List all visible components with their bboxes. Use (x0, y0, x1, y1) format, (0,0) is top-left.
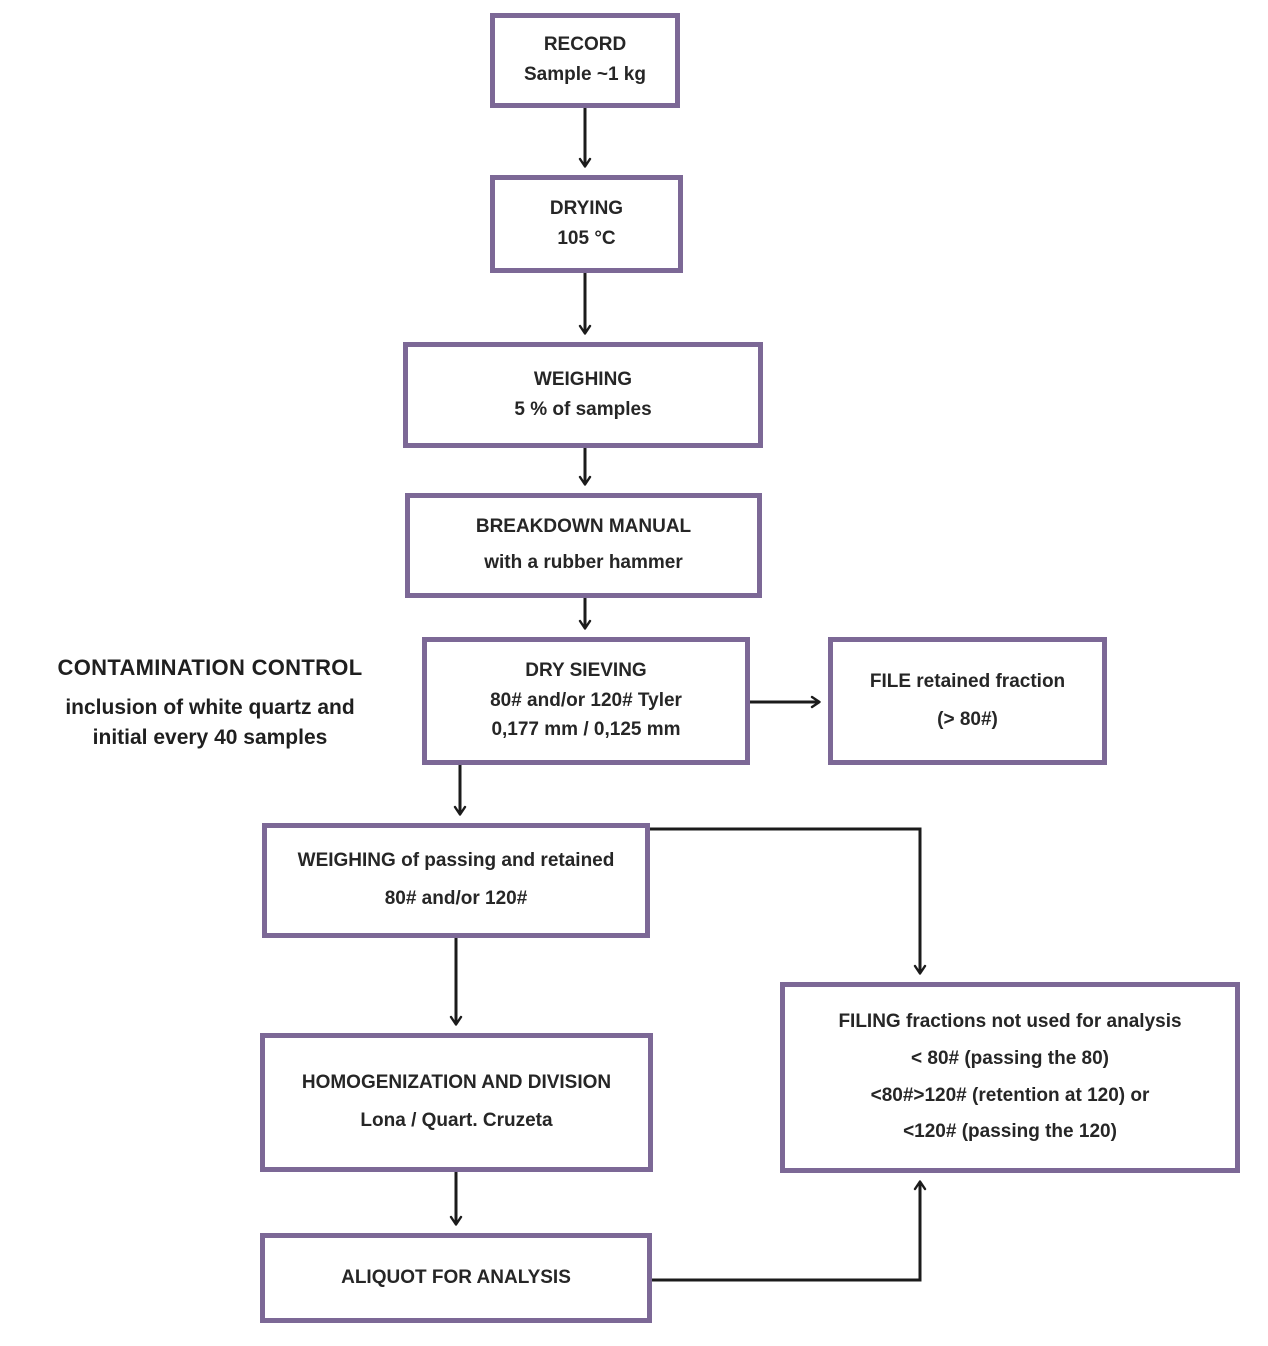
flow-node-filing: FILING fractions not used for analysis <… (780, 982, 1240, 1173)
node-title: DRY SIEVING (525, 659, 647, 681)
node-title: HOMOGENIZATION AND DIVISION (301, 1072, 612, 1094)
node-title: WEIGHING (533, 368, 633, 390)
flow-node-weighing: WEIGHING 5 % of samples (403, 342, 763, 448)
node-line: Sample ~1 kg (524, 64, 646, 85)
flow-node-breakdown: BREAKDOWN MANUAL with a rubber hammer (405, 493, 762, 598)
node-line: 80# and/or 120# (384, 888, 528, 909)
flow-node-aliquot: ALIQUOT FOR ANALYSIS (260, 1233, 652, 1323)
node-title: WEIGHING of passing and retained (297, 850, 615, 872)
flow-node-weighing-fractions: WEIGHING of passing and retained 80# and… (262, 823, 650, 938)
node-title: FILING fractions not used for analysis (838, 1010, 1182, 1032)
node-line: < 80# (passing the 80) (911, 1047, 1109, 1069)
node-line: 105 °C (557, 227, 616, 249)
arrow-aliquot-to-filing (652, 1180, 927, 1282)
node-title: FILE retained fraction (869, 670, 1066, 692)
node-line: <80#>120# (retention at 120) or (870, 1084, 1150, 1106)
node-line: 0,177 mm / 0,125 mm (491, 719, 681, 741)
node-line: with a rubber hammer (484, 552, 683, 573)
node-line: <120# (passing the 120) (903, 1121, 1117, 1143)
flow-node-dry-sieving: DRY SIEVING 80# and/or 120# Tyler 0,177 … (422, 637, 750, 765)
node-title: ALIQUOT FOR ANALYSIS (341, 1266, 571, 1288)
contamination-control-note: CONTAMINATION CONTROL inclusion of white… (25, 655, 395, 754)
node-title: RECORD (543, 34, 627, 56)
flow-node-drying: DRYING 105 °C (490, 175, 683, 273)
node-title: DRYING (549, 197, 624, 219)
note-line: inclusion of white quartz and (65, 696, 355, 719)
node-line: 5 % of samples (514, 398, 652, 420)
flow-node-file-retained: FILE retained fraction (> 80#) (828, 637, 1107, 765)
flow-node-homogenization: HOMOGENIZATION AND DIVISION Lona / Quart… (260, 1033, 653, 1172)
node-line: Lona / Quart. Cruzeta (360, 1110, 553, 1131)
note-line: initial every 40 samples (92, 726, 328, 750)
note-title: CONTAMINATION CONTROL (57, 655, 363, 680)
flow-node-record: RECORD Sample ~1 kg (490, 13, 680, 108)
node-title: BREAKDOWN MANUAL (475, 516, 692, 538)
node-line: (> 80#) (937, 708, 998, 730)
node-line: 80# and/or 120# Tyler (490, 689, 682, 711)
arrow-weighingfractions-to-filing (650, 827, 927, 975)
